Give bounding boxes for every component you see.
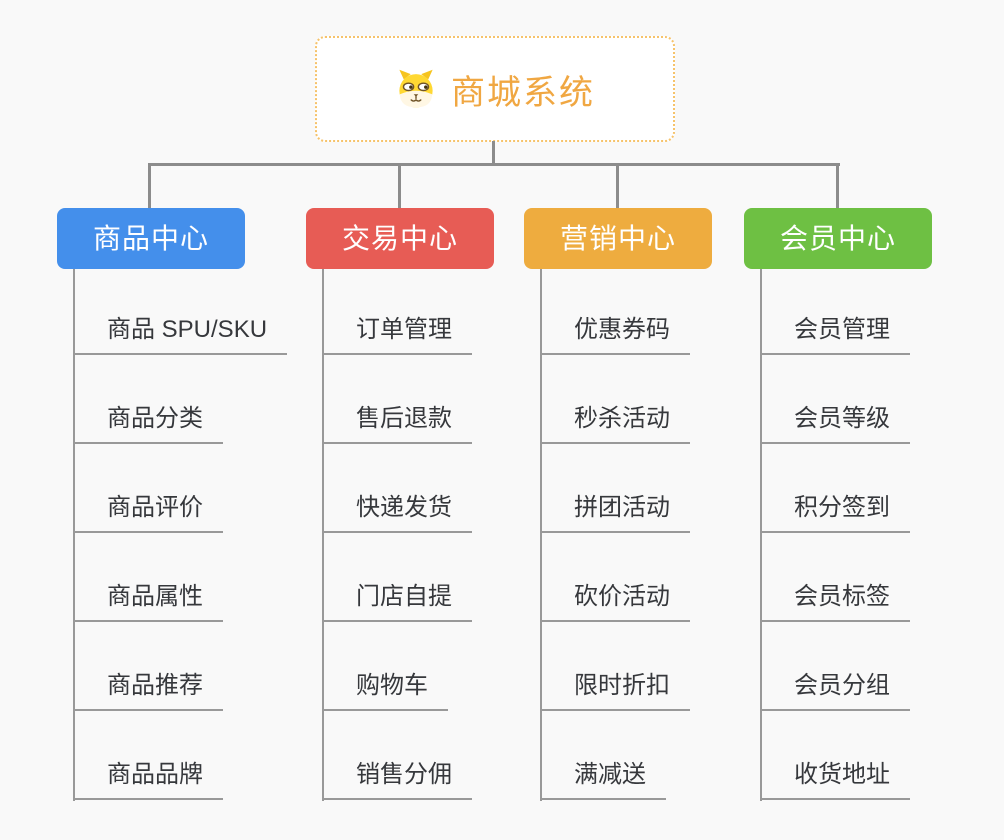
- node-item[interactable]: 收货地址: [760, 757, 910, 800]
- node-item[interactable]: 会员分组: [760, 668, 910, 711]
- branch-header-product[interactable]: 商品中心: [57, 208, 245, 269]
- node-item[interactable]: 砍价活动: [540, 579, 690, 622]
- node-item[interactable]: 商品 SPU/SKU: [73, 312, 288, 355]
- node-item[interactable]: 商品属性: [73, 579, 223, 622]
- node-item[interactable]: 拼团活动: [540, 490, 690, 533]
- node-item[interactable]: 秒杀活动: [540, 401, 690, 444]
- connector-horizontal: [148, 163, 840, 166]
- node-item[interactable]: 商品评价: [73, 490, 223, 533]
- branch-header-marketing[interactable]: 营销中心: [524, 208, 712, 269]
- node-item[interactable]: 商品推荐: [73, 668, 223, 711]
- branch-spine: [540, 269, 542, 801]
- node-item[interactable]: 商品品牌: [73, 757, 223, 800]
- node-item[interactable]: 满减送: [540, 757, 666, 800]
- connector-drop-4: [836, 166, 839, 208]
- root-title: 商城系统: [451, 73, 595, 112]
- node-item[interactable]: 积分签到: [760, 490, 910, 533]
- node-item[interactable]: 限时折扣: [540, 668, 690, 711]
- node-item[interactable]: 商品分类: [73, 401, 223, 444]
- dog-face-icon: [395, 68, 437, 110]
- branch-header-member[interactable]: 会员中心: [744, 208, 932, 269]
- root-node[interactable]: 商城系统: [315, 36, 675, 142]
- branch-spine: [322, 269, 324, 801]
- node-item[interactable]: 快递发货: [322, 490, 472, 533]
- connector-drop-3: [616, 166, 619, 208]
- node-item[interactable]: 售后退款: [322, 401, 472, 444]
- node-item[interactable]: 会员标签: [760, 579, 910, 622]
- node-item[interactable]: 订单管理: [322, 312, 472, 355]
- node-item[interactable]: 销售分佣: [322, 757, 472, 800]
- node-item[interactable]: 会员管理: [760, 312, 910, 355]
- connector-drop-2: [398, 166, 401, 208]
- node-item[interactable]: 门店自提: [322, 579, 472, 622]
- node-item[interactable]: 优惠券码: [540, 312, 690, 355]
- node-item[interactable]: 购物车: [322, 668, 448, 711]
- branch-spine: [760, 269, 762, 801]
- branch-spine: [73, 269, 75, 801]
- branch-header-trade[interactable]: 交易中心: [306, 208, 494, 269]
- node-item[interactable]: 会员等级: [760, 401, 910, 444]
- connector-root-stub: [492, 141, 495, 165]
- connector-drop-1: [148, 166, 151, 208]
